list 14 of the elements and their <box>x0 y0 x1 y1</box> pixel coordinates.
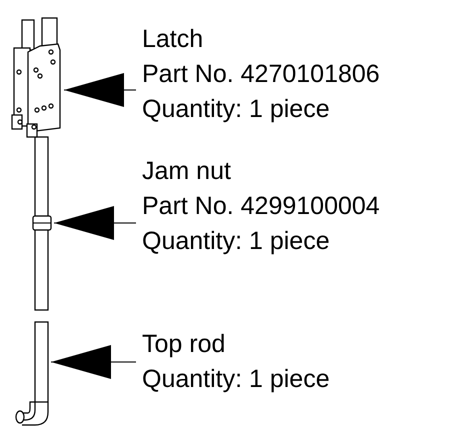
pointer-arrow <box>64 73 136 107</box>
rod-drawing <box>15 136 49 426</box>
callout-text: Part No. 4270101806 <box>142 59 380 90</box>
callout-text: Quantity: 1 piece <box>142 364 330 395</box>
callout-text: Quantity: 1 piece <box>142 94 330 125</box>
callout-text: Top rod <box>142 329 226 360</box>
pointer-arrow <box>50 345 136 379</box>
callout-text: Latch <box>142 24 204 55</box>
jam-nut-drawing <box>32 215 52 231</box>
callout-text: Part No. 4299100004 <box>142 191 380 222</box>
pointer-arrow <box>54 206 136 240</box>
callout-text: Jam nut <box>142 156 231 187</box>
callout-text: Quantity: 1 piece <box>142 226 330 257</box>
latch-drawing <box>11 17 61 138</box>
